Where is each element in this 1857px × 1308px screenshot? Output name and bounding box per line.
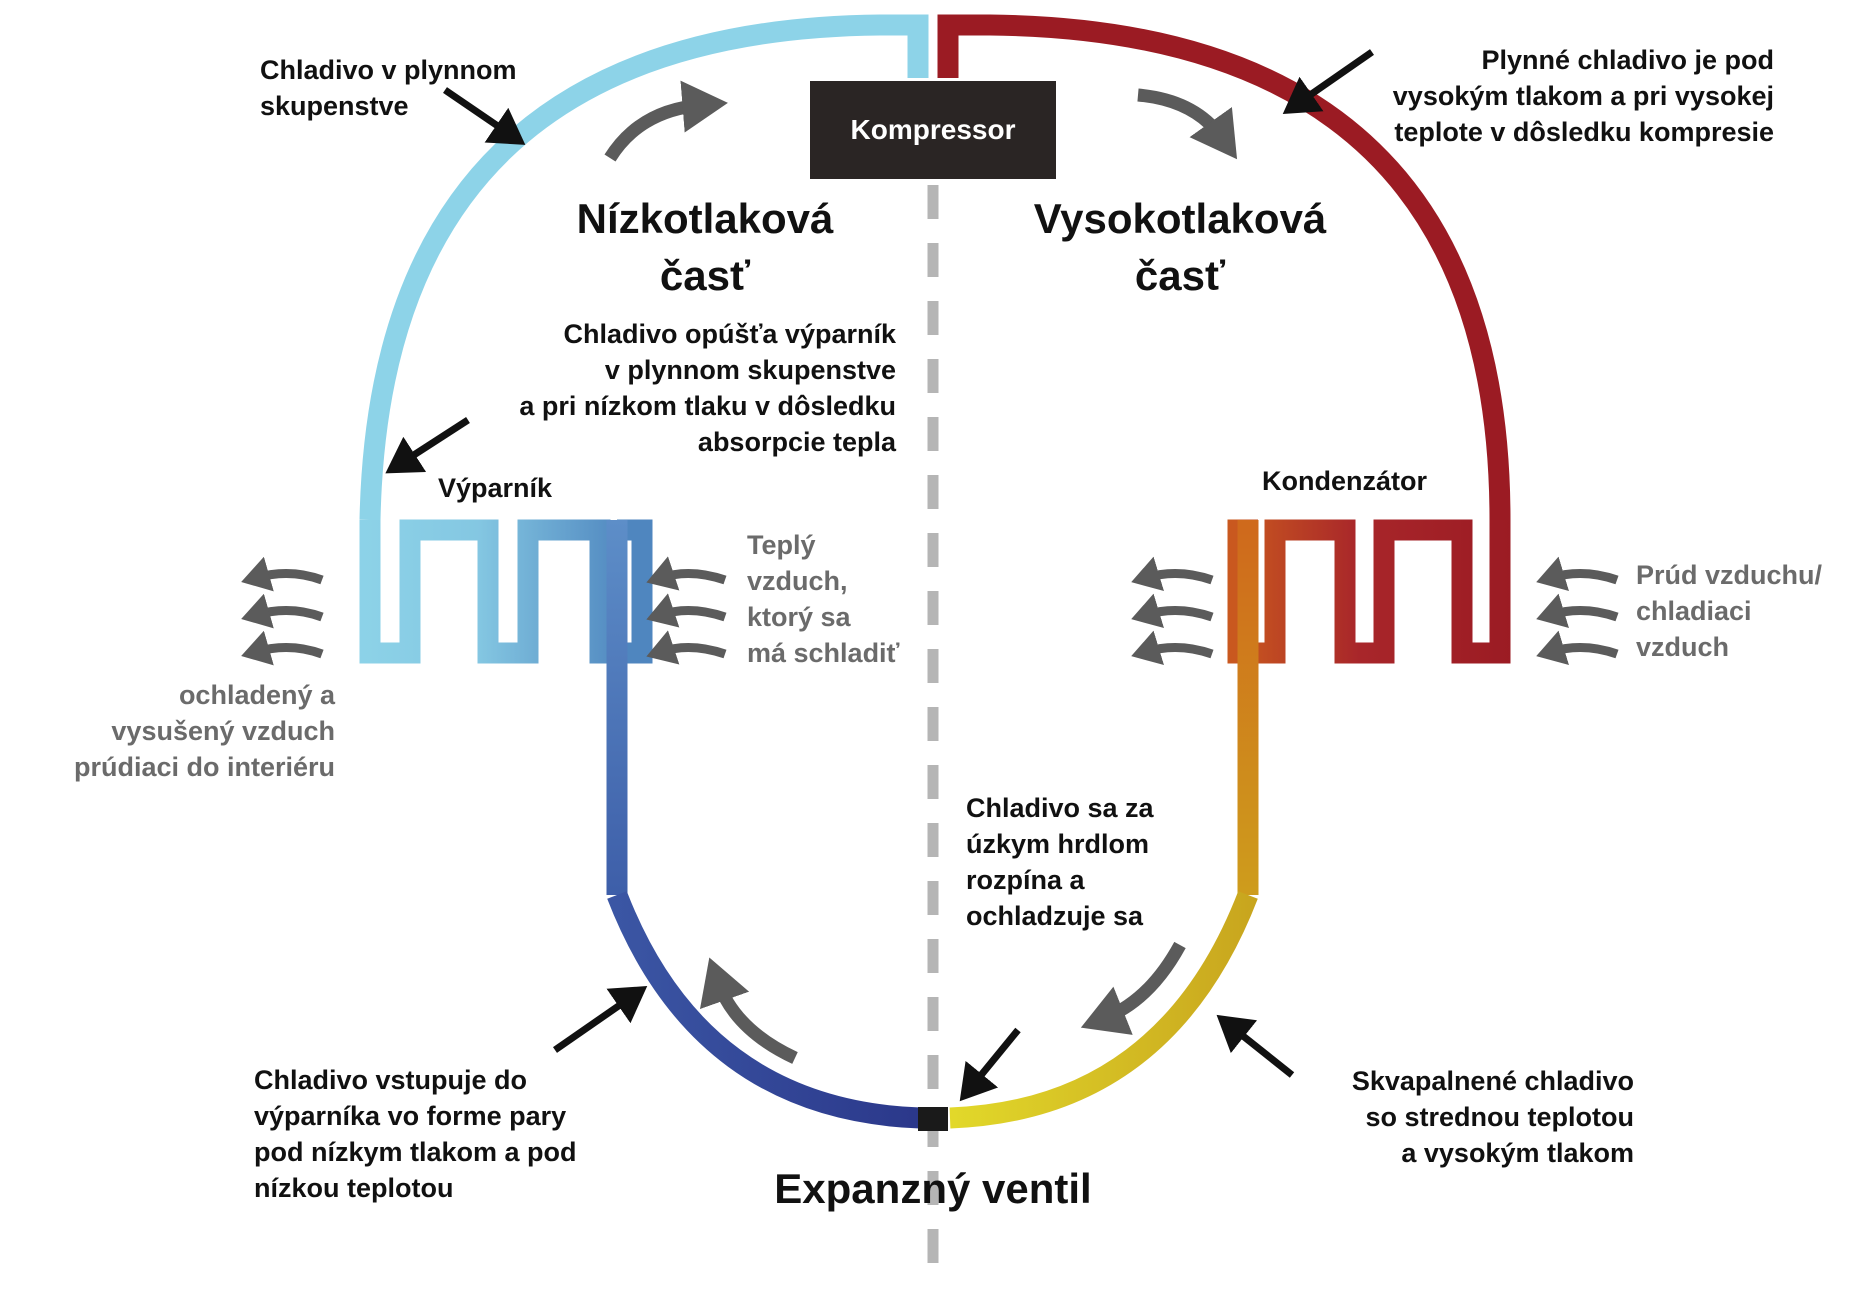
cooled-air-arrows bbox=[241, 556, 324, 666]
flow-arrow-to-compressor bbox=[604, 80, 728, 162]
condenser-return-pipe bbox=[949, 891, 1258, 1129]
pointer-arrow-valve bbox=[959, 1027, 1021, 1102]
condenser-label: Kondenzátor bbox=[1262, 466, 1427, 496]
evaporator-label: Výparník bbox=[438, 473, 553, 503]
evaporator-coil bbox=[359, 519, 653, 664]
pointer-arrow-leaves-evaporator bbox=[385, 417, 470, 474]
gas-refrigerant-note: Chladivo v plynnom skupenstve bbox=[260, 55, 517, 121]
expansion-note: Chladivo sa za úzkym hrdlom rozpína a oc… bbox=[966, 793, 1154, 931]
pointer-arrow-enters-evaporator bbox=[553, 986, 648, 1053]
compressor-label: Kompressor bbox=[850, 114, 1016, 145]
flow-arrow-to-valve bbox=[1080, 941, 1186, 1035]
cooling-air-note: Prúd vzduchu/ chladiaci vzduch bbox=[1636, 560, 1823, 662]
condenser-coil bbox=[1227, 519, 1511, 664]
liquefied-refrigerant-note: Skvapalnené chladivo so strednou teploto… bbox=[1351, 1066, 1634, 1168]
high-pressure-section-title: Vysokotlaková časť bbox=[1033, 195, 1327, 299]
flow-arrow-to-evaporator bbox=[700, 957, 798, 1064]
cooled-air-note: ochladený a vysušený vzduch prúdiaci do … bbox=[73, 680, 335, 782]
expansion-valve-label: Expanzný ventil bbox=[774, 1165, 1092, 1212]
pointer-arrow-high-pressure bbox=[1282, 49, 1374, 114]
flow-arrow-from-compressor bbox=[1137, 88, 1238, 160]
evaporator-return-pipe bbox=[607, 891, 921, 1129]
low-pressure-section-title: Nízkotlaková časť bbox=[576, 195, 834, 299]
condenser-exhaust-arrows bbox=[1131, 556, 1214, 666]
leaves-evaporator-note: Chladivo opúšťa výparník v plynnom skupe… bbox=[519, 319, 896, 457]
warm-air-note: Teplý vzduch, ktorý sa má schladiť bbox=[747, 530, 900, 668]
pointer-arrow-gas bbox=[443, 87, 526, 145]
high-pressure-pipe bbox=[937, 14, 1511, 521]
expansion-valve bbox=[918, 1107, 948, 1131]
cooling-air-arrows bbox=[1536, 556, 1619, 666]
compressor: Kompressor bbox=[810, 81, 1056, 179]
enters-evaporator-note: Chladivo vstupuje do výparníka vo forme … bbox=[254, 1065, 577, 1203]
high-pressure-gas-note: Plynné chladivo je pod vysokým tlakom a … bbox=[1392, 45, 1774, 147]
pointer-arrow-liquefied bbox=[1216, 1014, 1295, 1078]
warm-air-arrows bbox=[646, 556, 727, 665]
